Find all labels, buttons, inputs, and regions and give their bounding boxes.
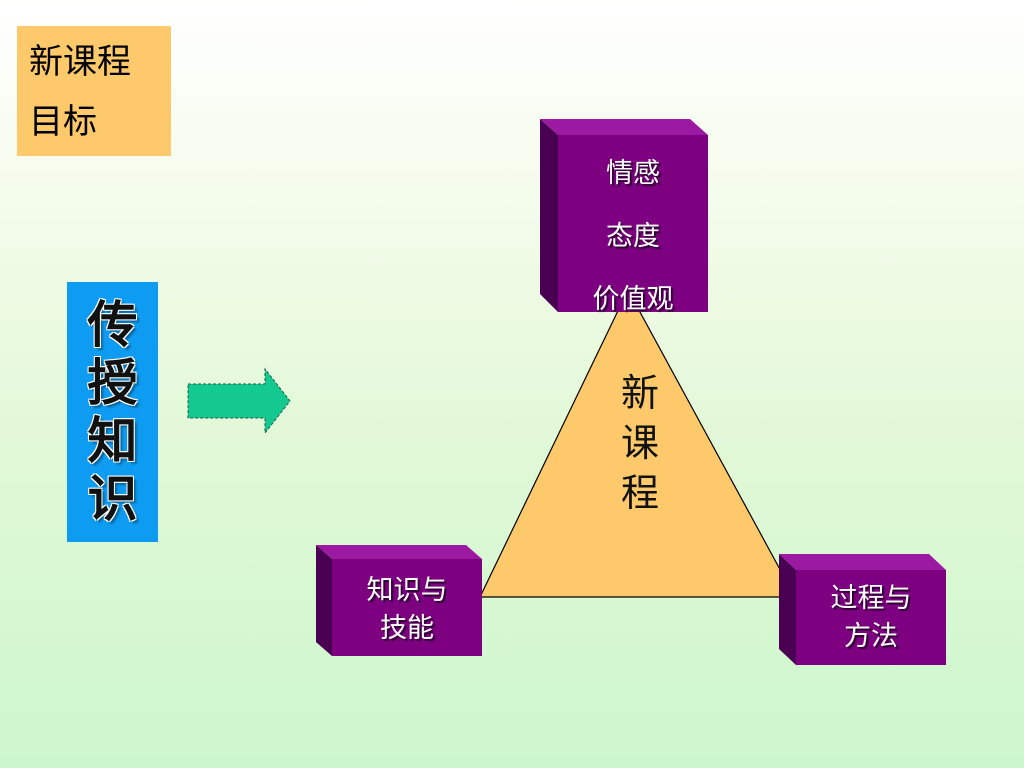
bottom-left-block-label: 知识与 技能: [332, 572, 482, 648]
vertical-char: 识: [87, 469, 138, 528]
top-block-line: 态度: [606, 221, 660, 252]
top-block-line: 价值观: [592, 284, 674, 315]
transmit-knowledge-text: 传 授 知 识: [67, 296, 158, 528]
center-char: 程: [620, 471, 659, 515]
bottom-right-block-label: 过程与 方法: [796, 580, 946, 656]
bottom-right-block: [779, 554, 946, 665]
center-char: 课: [620, 421, 659, 465]
center-char: 新: [620, 371, 659, 415]
bottom-right-line: 过程与: [830, 583, 912, 614]
center-label: 新 课 程: [600, 368, 680, 518]
bottom-left-line: 知识与: [366, 575, 448, 606]
title-line-1: 新课程: [29, 42, 131, 82]
title-line-2: 目标: [29, 102, 97, 142]
bottom-right-line: 方法: [844, 621, 898, 652]
vertical-char: 知: [87, 411, 138, 470]
title-box: 新课程 目标: [17, 26, 171, 156]
right-arrow-icon: [187, 367, 291, 435]
center-triangle: [479, 288, 797, 598]
transmit-knowledge-box: 传 授 知 识: [67, 282, 158, 542]
bottom-left-block: [316, 545, 482, 656]
bottom-left-line: 技能: [380, 613, 434, 644]
vertical-char: 授: [87, 353, 138, 412]
top-block-line: 情感: [606, 158, 660, 189]
vertical-char: 传: [87, 295, 138, 354]
top-block: [540, 119, 708, 312]
top-block-label: 情感 态度 价值观: [558, 142, 708, 331]
